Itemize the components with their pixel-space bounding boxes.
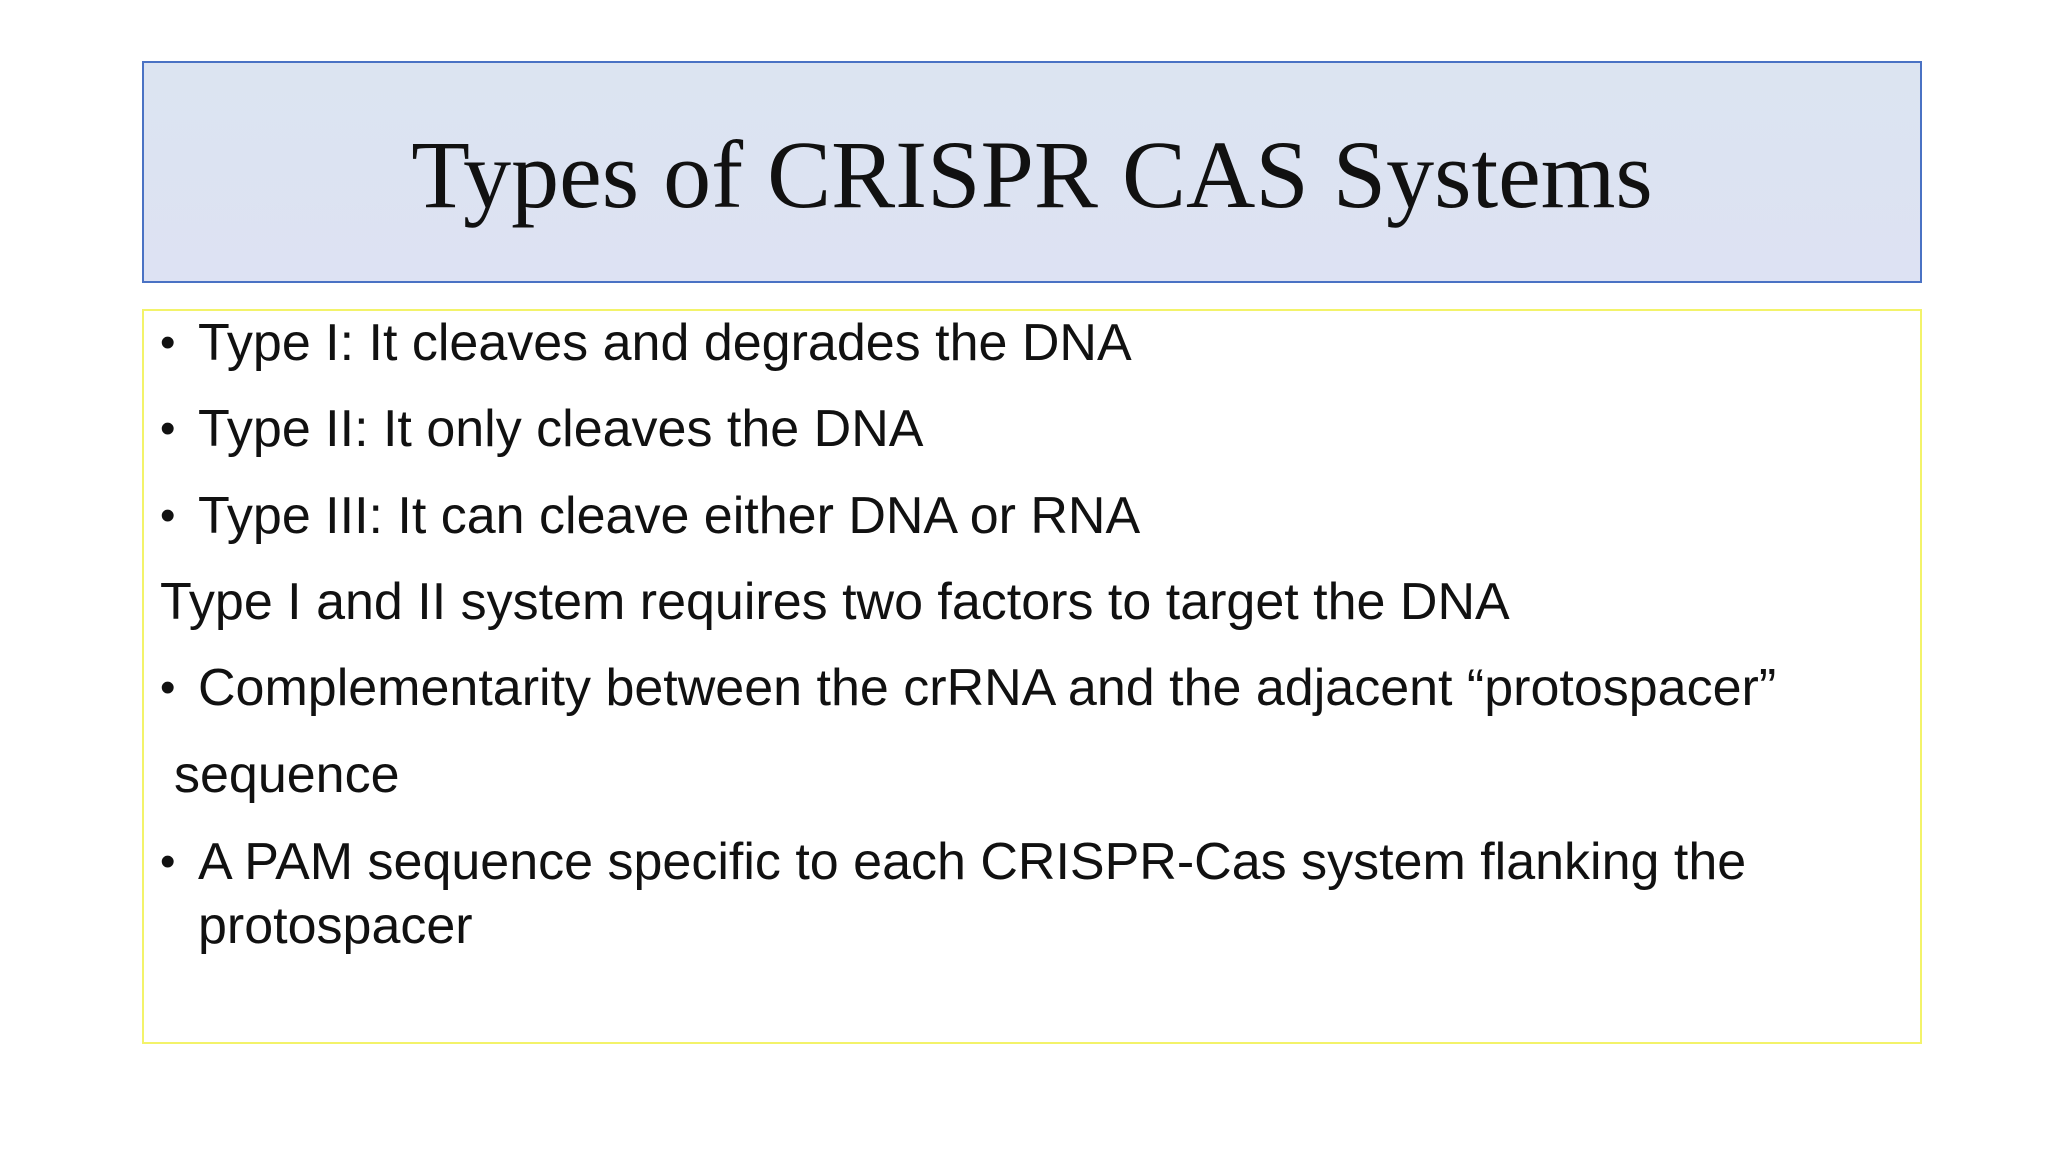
plain-line: Type I and II system requires two factor… (160, 573, 1510, 631)
list-item-text: Type III: It can cleave either DNA or RN… (198, 487, 1141, 545)
plain-line: sequence (174, 746, 400, 804)
bullet-icon: • (160, 491, 176, 540)
list-item-text: Type II: It only cleaves the DNA (198, 400, 924, 458)
title-box: Types of CRISPR CAS Systems (142, 61, 1922, 283)
list-item: • Complementarity between the crRNA and … (160, 656, 1776, 720)
list-item: • Type II: It only cleaves the DNA (160, 397, 923, 461)
slide-title: Types of CRISPR CAS Systems (411, 121, 1653, 228)
content-box: • Type I: It cleaves and degrades the DN… (142, 309, 1922, 1044)
list-item: • A PAM sequence specific to each CRISPR… (160, 830, 1746, 894)
bullet-icon: • (160, 837, 176, 886)
list-item-text: Complementarity between the crRNA and th… (198, 659, 1777, 717)
list-item: • Type I: It cleaves and degrades the DN… (160, 311, 1132, 375)
list-item-text: Type I: It cleaves and degrades the DNA (198, 314, 1132, 372)
list-item: • Type III: It can cleave either DNA or … (160, 484, 1140, 548)
list-item-continuation: protospacer (198, 897, 473, 955)
list-item-text: A PAM sequence specific to each CRISPR-C… (198, 833, 1747, 891)
bullet-icon: • (160, 318, 176, 367)
bullet-icon: • (160, 404, 176, 453)
bullet-icon: • (160, 663, 176, 712)
